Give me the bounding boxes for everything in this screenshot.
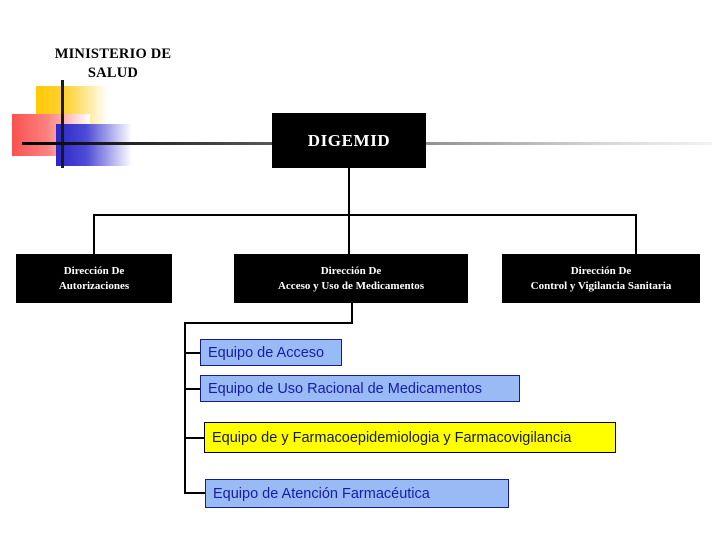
connector-to-control-vigilancia <box>635 214 637 255</box>
logo-vertical-rule <box>61 80 64 168</box>
connector-horizontal-bus <box>93 214 637 216</box>
node-direccion-control-vigilancia-sanitaria[interactable]: Dirección De Control y Vigilancia Sanita… <box>502 254 700 303</box>
node-equipo-atencion-farmaceutica[interactable]: Equipo de Atención Farmacéutica <box>205 479 509 508</box>
node-direccion-autorizaciones-line-2: Autorizaciones <box>58 279 130 292</box>
node-digemid[interactable]: DIGEMID <box>272 113 426 168</box>
node-equipo-de-acceso-label: Equipo de Acceso <box>208 344 325 361</box>
node-direccion-control-line-1: Dirección De <box>570 264 632 277</box>
node-direccion-autorizaciones[interactable]: Dirección De Autorizaciones <box>16 254 172 303</box>
node-equipo-uso-racional-medicamentos[interactable]: Equipo de Uso Racional de Medicamentos <box>200 375 520 402</box>
node-direccion-acceso-line-2: Acceso y Uso de Medicamentos <box>277 279 425 292</box>
node-direccion-control-line-2: Control y Vigilancia Sanitaria <box>530 279 672 292</box>
node-equipo-farmacoepidemiologia-label: Equipo de y Farmacoepidemiologia y Farma… <box>212 429 572 446</box>
connector-subtree-trunk <box>184 322 186 494</box>
connector-acceso-to-subtree <box>351 303 353 324</box>
node-digemid-label: DIGEMID <box>307 131 391 150</box>
connector-stub-equipo-uso-racional <box>184 388 206 390</box>
node-equipo-de-acceso[interactable]: Equipo de Acceso <box>200 339 342 366</box>
page-title-line-1: MINISTERIO DE <box>54 46 172 62</box>
connector-stub-equipo-atencion <box>184 492 206 494</box>
connector-digemid-down <box>348 168 350 215</box>
connector-to-autorizaciones <box>93 214 95 255</box>
node-equipo-farmacoepidemiologia-farmacovigilancia[interactable]: Equipo de y Farmacoepidemiologia y Farma… <box>204 422 616 453</box>
page-title: MINISTERIO DE SALUD <box>18 45 208 83</box>
connector-to-acceso-uso <box>348 214 350 255</box>
node-direccion-acceso-line-1: Dirección De <box>320 264 382 277</box>
page-title-line-2: SALUD <box>87 65 139 81</box>
node-direccion-acceso-uso-medicamentos[interactable]: Dirección De Acceso y Uso de Medicamento… <box>234 254 468 303</box>
connector-stub-equipo-acceso <box>184 352 206 354</box>
node-equipo-uso-racional-label: Equipo de Uso Racional de Medicamentos <box>208 380 483 397</box>
connector-subtree-top <box>184 322 353 324</box>
node-equipo-atencion-farmaceutica-label: Equipo de Atención Farmacéutica <box>213 485 430 502</box>
connector-stub-equipo-farmacoepidemiologia <box>184 437 206 439</box>
node-direccion-autorizaciones-line-1: Dirección De <box>63 264 125 277</box>
logo-blue-square <box>56 124 132 166</box>
